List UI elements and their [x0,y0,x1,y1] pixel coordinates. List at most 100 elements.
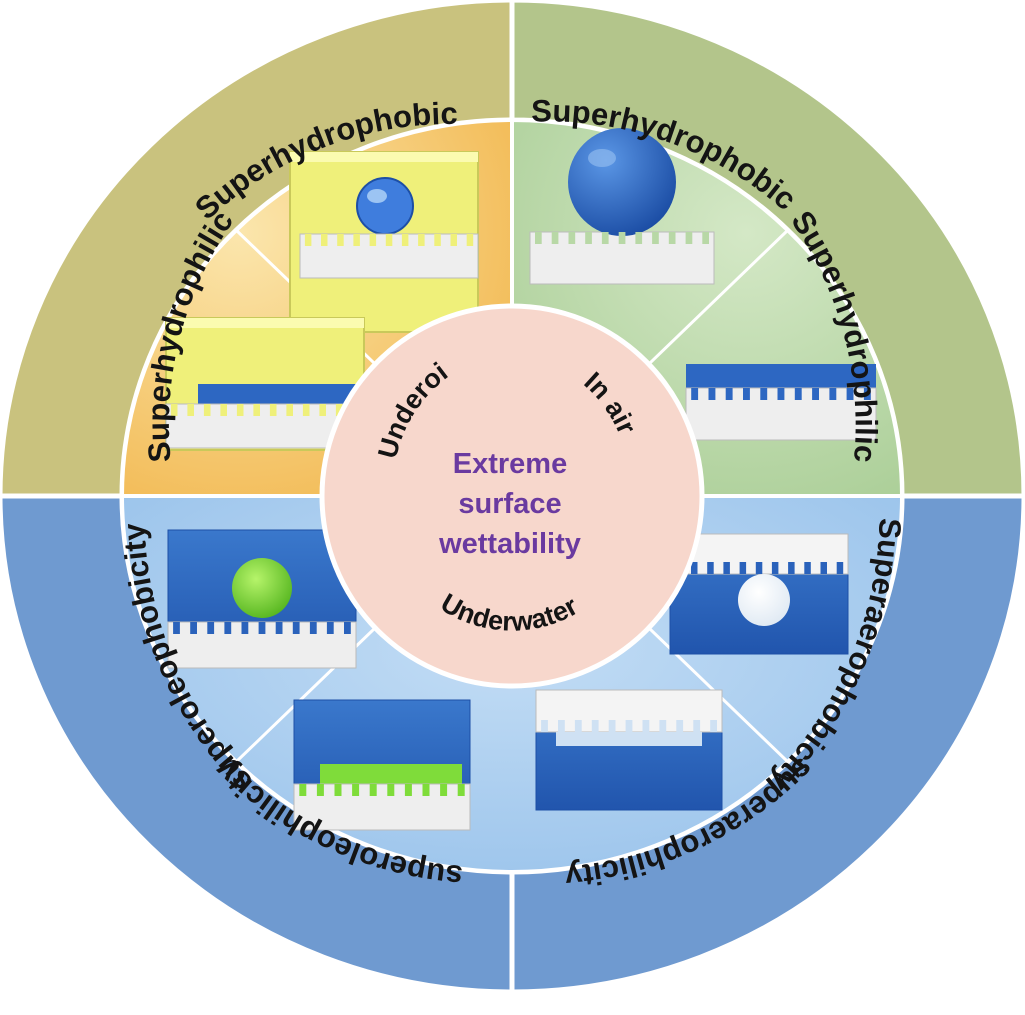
ridge-notch [691,388,699,400]
ridge-notch [352,784,360,796]
ridge-notch [334,784,342,796]
ridge-notch [771,562,779,574]
ridge-notch [319,404,326,416]
ridge-notch [551,232,559,244]
ridge-notch [707,562,714,574]
ridge-notch [258,622,266,634]
water-film-icon [198,384,356,406]
ridge-notch [668,232,676,244]
ridge-notch [344,622,351,634]
ridge-notch [418,234,425,246]
ridge-notch [224,622,232,634]
ridge-notch [404,784,412,796]
ridge-notch [207,622,215,634]
ridge-notch [302,404,310,416]
ridge-notch [760,388,768,400]
ridge-notch [691,562,698,574]
ridge-notch [812,388,819,400]
ridge-notch [326,622,334,634]
ridge-notch [558,720,565,732]
ridge-notch [685,232,693,244]
underwater-superoleophilic-cell [293,699,471,831]
ridge-notch [236,404,244,416]
ridge-notch [676,720,684,732]
ridge-notch [794,388,802,400]
ridge-notch [422,784,430,796]
ridge-notch [173,622,180,634]
ridge-notch [743,388,750,400]
underwater-superaerophobic-cell [669,533,849,655]
ridge-notch [253,404,260,416]
ridge-notch [369,784,377,796]
ridge-notch [574,720,582,732]
ridge-notch [385,234,393,246]
ridge-notch [220,404,227,416]
ridge-notch [836,562,844,574]
ridge-notch [625,720,633,732]
ridge-notch [585,232,592,244]
ridge-notch [635,232,643,244]
underoil-superhydrophobic-cell [289,151,479,333]
ridge-notch [693,720,701,732]
ridge-notch [304,234,312,246]
oil-film-icon [320,764,462,784]
ridge-notch [723,562,730,574]
ridge-notch [788,562,795,574]
ridge-notch [450,234,457,246]
ridge-notch [652,232,659,244]
ridge-notch [659,720,667,732]
ridge-notch [739,562,747,574]
ridge-notch [725,388,733,400]
ridge-notch [568,232,576,244]
ridge-notch [846,388,854,400]
ridge-notch [863,388,871,400]
ridge-notch [335,404,343,416]
ridge-notch [170,404,178,416]
ridge-notch [387,784,395,796]
ridge-notch [203,404,211,416]
ridge-notch [708,388,716,400]
ridge-notch [187,404,194,416]
water-droplet-icon [356,177,414,235]
ridge-notch [820,562,827,574]
ridge-notch [642,720,650,732]
ridge-notch [804,562,811,574]
ridge-notch [401,234,409,246]
oil-droplet-icon [232,558,292,618]
ridge-notch [457,784,465,796]
ridge-notch [535,232,542,244]
ridge-notch [309,622,317,634]
ridge-notch [440,784,448,796]
ridge-notch [591,720,599,732]
ridge-notch [755,562,763,574]
ridge-notch [608,720,616,732]
ridge-notch [190,622,197,634]
ridge-notch [434,234,441,246]
ridge-notch [292,622,300,634]
microstructure-ridges [170,232,871,796]
ridge-notch [466,234,474,246]
ridge-notch [829,388,837,400]
ridge-notch [337,234,344,246]
center-circle [319,303,705,689]
ridge-notch [710,720,717,732]
air-film-icon [556,732,702,746]
ridge-notch [321,234,328,246]
ridge-notch [269,404,277,416]
ridge-notch [286,404,293,416]
underwater-superaerophilic-cell [535,689,723,811]
ridge-notch [601,232,609,244]
center-title-line-3: wettability [438,528,581,560]
ridge-notch [275,622,283,634]
ridge-notch [618,232,626,244]
ridge-notch [316,784,324,796]
ridge-notch [702,232,709,244]
ridge-notch [777,388,785,400]
water-film-icon [686,364,876,388]
ridge-notch [353,234,360,246]
air-bubble-icon [738,574,790,626]
center-title-line-2: surface [458,488,561,520]
center-title-line-1: Extreme [453,448,567,480]
